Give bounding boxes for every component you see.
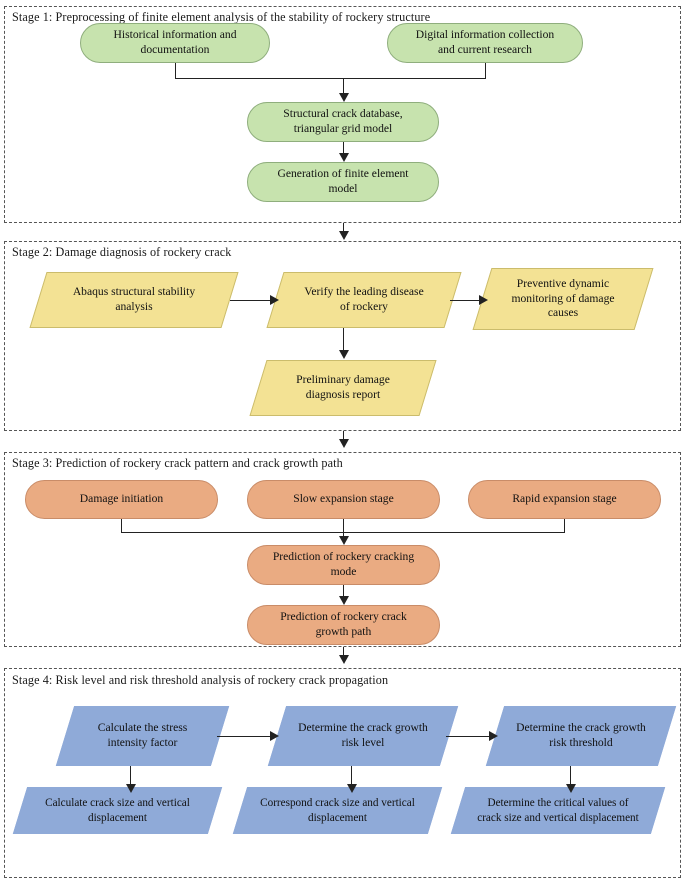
arrowhead-s1-to-fem [339,153,349,162]
connector-stage2-to-stage3 [343,431,345,444]
stage-4-frame [4,668,681,878]
node-label: Preliminary damage diagnosis report [296,373,390,401]
node-label: Generation of finite element model [277,167,409,195]
stage-4-title: Stage 4: Risk level and risk threshold a… [12,673,389,687]
node-calculate-crack-size-vertical-displacement[interactable]: Calculate crack size and vertical displa… [12,787,223,834]
node-determine-critical-values[interactable]: Determine the critical values of crack s… [450,787,666,834]
node-label: Calculate the stress intensity factor [97,721,188,749]
connector-stage1-to-stage2 [343,223,345,236]
stage-2-frame [4,241,681,431]
node-label: Prediction of rockery crack growth path [280,610,407,638]
node-label: Structural crack database, triangular gr… [283,107,403,135]
connector-s3-center-down [343,519,345,539]
connector-s1-bridge [175,78,486,80]
node-abaqus-structural-stability[interactable]: Abaqus structural stability analysis [29,272,239,328]
node-damage-initiation[interactable]: Damage initiation [25,480,218,519]
connector-s3-left-drop [121,519,123,533]
arrowhead-s4-col1 [126,784,136,793]
connector-s4-stress-to-risklevel [217,736,272,738]
arrowhead-s4-col3 [566,784,576,793]
connector-s1-left-drop [175,63,177,79]
stage-1-title: Stage 1: Preprocessing of finite element… [12,10,431,24]
node-label: Historical information and documentation [113,28,237,56]
node-label: Rapid expansion stage [512,492,617,506]
node-label: Verify the leading disease of rockery [304,285,424,313]
node-prediction-crack-growth-path[interactable]: Prediction of rockery crack growth path [247,605,440,645]
node-digital-information-collection[interactable]: Digital information collection and curre… [387,23,583,63]
node-verify-leading-disease[interactable]: Verify the leading disease of rockery [266,272,462,328]
arrowhead-s3-to-cracking-mode [339,536,349,545]
node-preventive-dynamic-monitoring[interactable]: Preventive dynamic monitoring of damage … [472,268,654,330]
arrowhead-stage2-to-stage3 [339,439,349,448]
node-label: Preventive dynamic monitoring of damage … [511,277,615,320]
stage-3-title: Stage 3: Prediction of rockery crack pat… [12,456,343,470]
arrowhead-s3-to-growth-path [339,596,349,605]
node-label: Calculate crack size and vertical displa… [45,796,190,824]
node-label: Slow expansion stage [293,492,394,506]
connector-s2-verify-to-preventive [450,300,483,302]
arrowhead-s2-to-report [339,350,349,359]
node-label: Determine the crack growth risk level [298,721,428,749]
arrowhead-stage1-to-stage2 [339,231,349,240]
node-label: Prediction of rockery cracking mode [272,550,415,578]
connector-s3-mode-to-path [343,585,345,600]
connector-s3-right-drop [564,519,566,533]
node-determine-crack-growth-risk-threshold[interactable]: Determine the crack growth risk threshol… [485,706,677,766]
node-historical-information[interactable]: Historical information and documentation [80,23,270,63]
arrowhead-s4-to-risk-level [270,731,279,741]
arrowhead-s4-to-risk-threshold [489,731,498,741]
connector-s1-right-drop [485,63,487,79]
node-preliminary-damage-report[interactable]: Preliminary damage diagnosis report [249,360,437,416]
connector-s4-col1-down [130,766,132,788]
arrowhead-s4-col2 [347,784,357,793]
connector-stage3-to-stage4 [343,647,345,660]
node-label: Abaqus structural stability analysis [72,285,196,313]
stage-3-frame [4,452,681,647]
node-label: Damage initiation [79,492,164,506]
node-label: Determine the crack growth risk threshol… [516,721,646,749]
node-prediction-cracking-mode[interactable]: Prediction of rockery cracking mode [247,545,440,585]
arrowhead-s2-to-verify [270,295,279,305]
stage-1-frame [4,6,681,223]
connector-s1-center-down [343,78,345,96]
node-rapid-expansion-stage[interactable]: Rapid expansion stage [468,480,661,519]
arrowhead-s1-to-database [339,93,349,102]
connector-s4-risklevel-to-threshold [446,736,491,738]
node-determine-crack-growth-risk-level[interactable]: Determine the crack growth risk level [267,706,459,766]
node-label: Digital information collection and curre… [415,28,555,56]
connector-s4-col2-down [351,766,353,788]
node-slow-expansion-stage[interactable]: Slow expansion stage [247,480,440,519]
connector-s4-col3-down [570,766,572,788]
node-calculate-stress-intensity-factor[interactable]: Calculate the stress intensity factor [55,706,230,766]
connector-s2-abaqus-to-verify [230,300,273,302]
node-generation-finite-element-model[interactable]: Generation of finite element model [247,162,439,202]
node-label: Correspond crack size and vertical displ… [260,796,415,824]
arrowhead-s2-to-preventive [479,295,488,305]
connector-s1-db-to-fem [343,142,345,157]
node-label: Determine the critical values of crack s… [477,796,639,824]
stage-2-title: Stage 2: Damage diagnosis of rockery cra… [12,245,232,259]
node-correspond-crack-size-vertical-displacement[interactable]: Correspond crack size and vertical displ… [232,787,443,834]
node-structural-crack-database[interactable]: Structural crack database, triangular gr… [247,102,439,142]
arrowhead-stage3-to-stage4 [339,655,349,664]
connector-s2-verify-to-report [343,328,345,354]
